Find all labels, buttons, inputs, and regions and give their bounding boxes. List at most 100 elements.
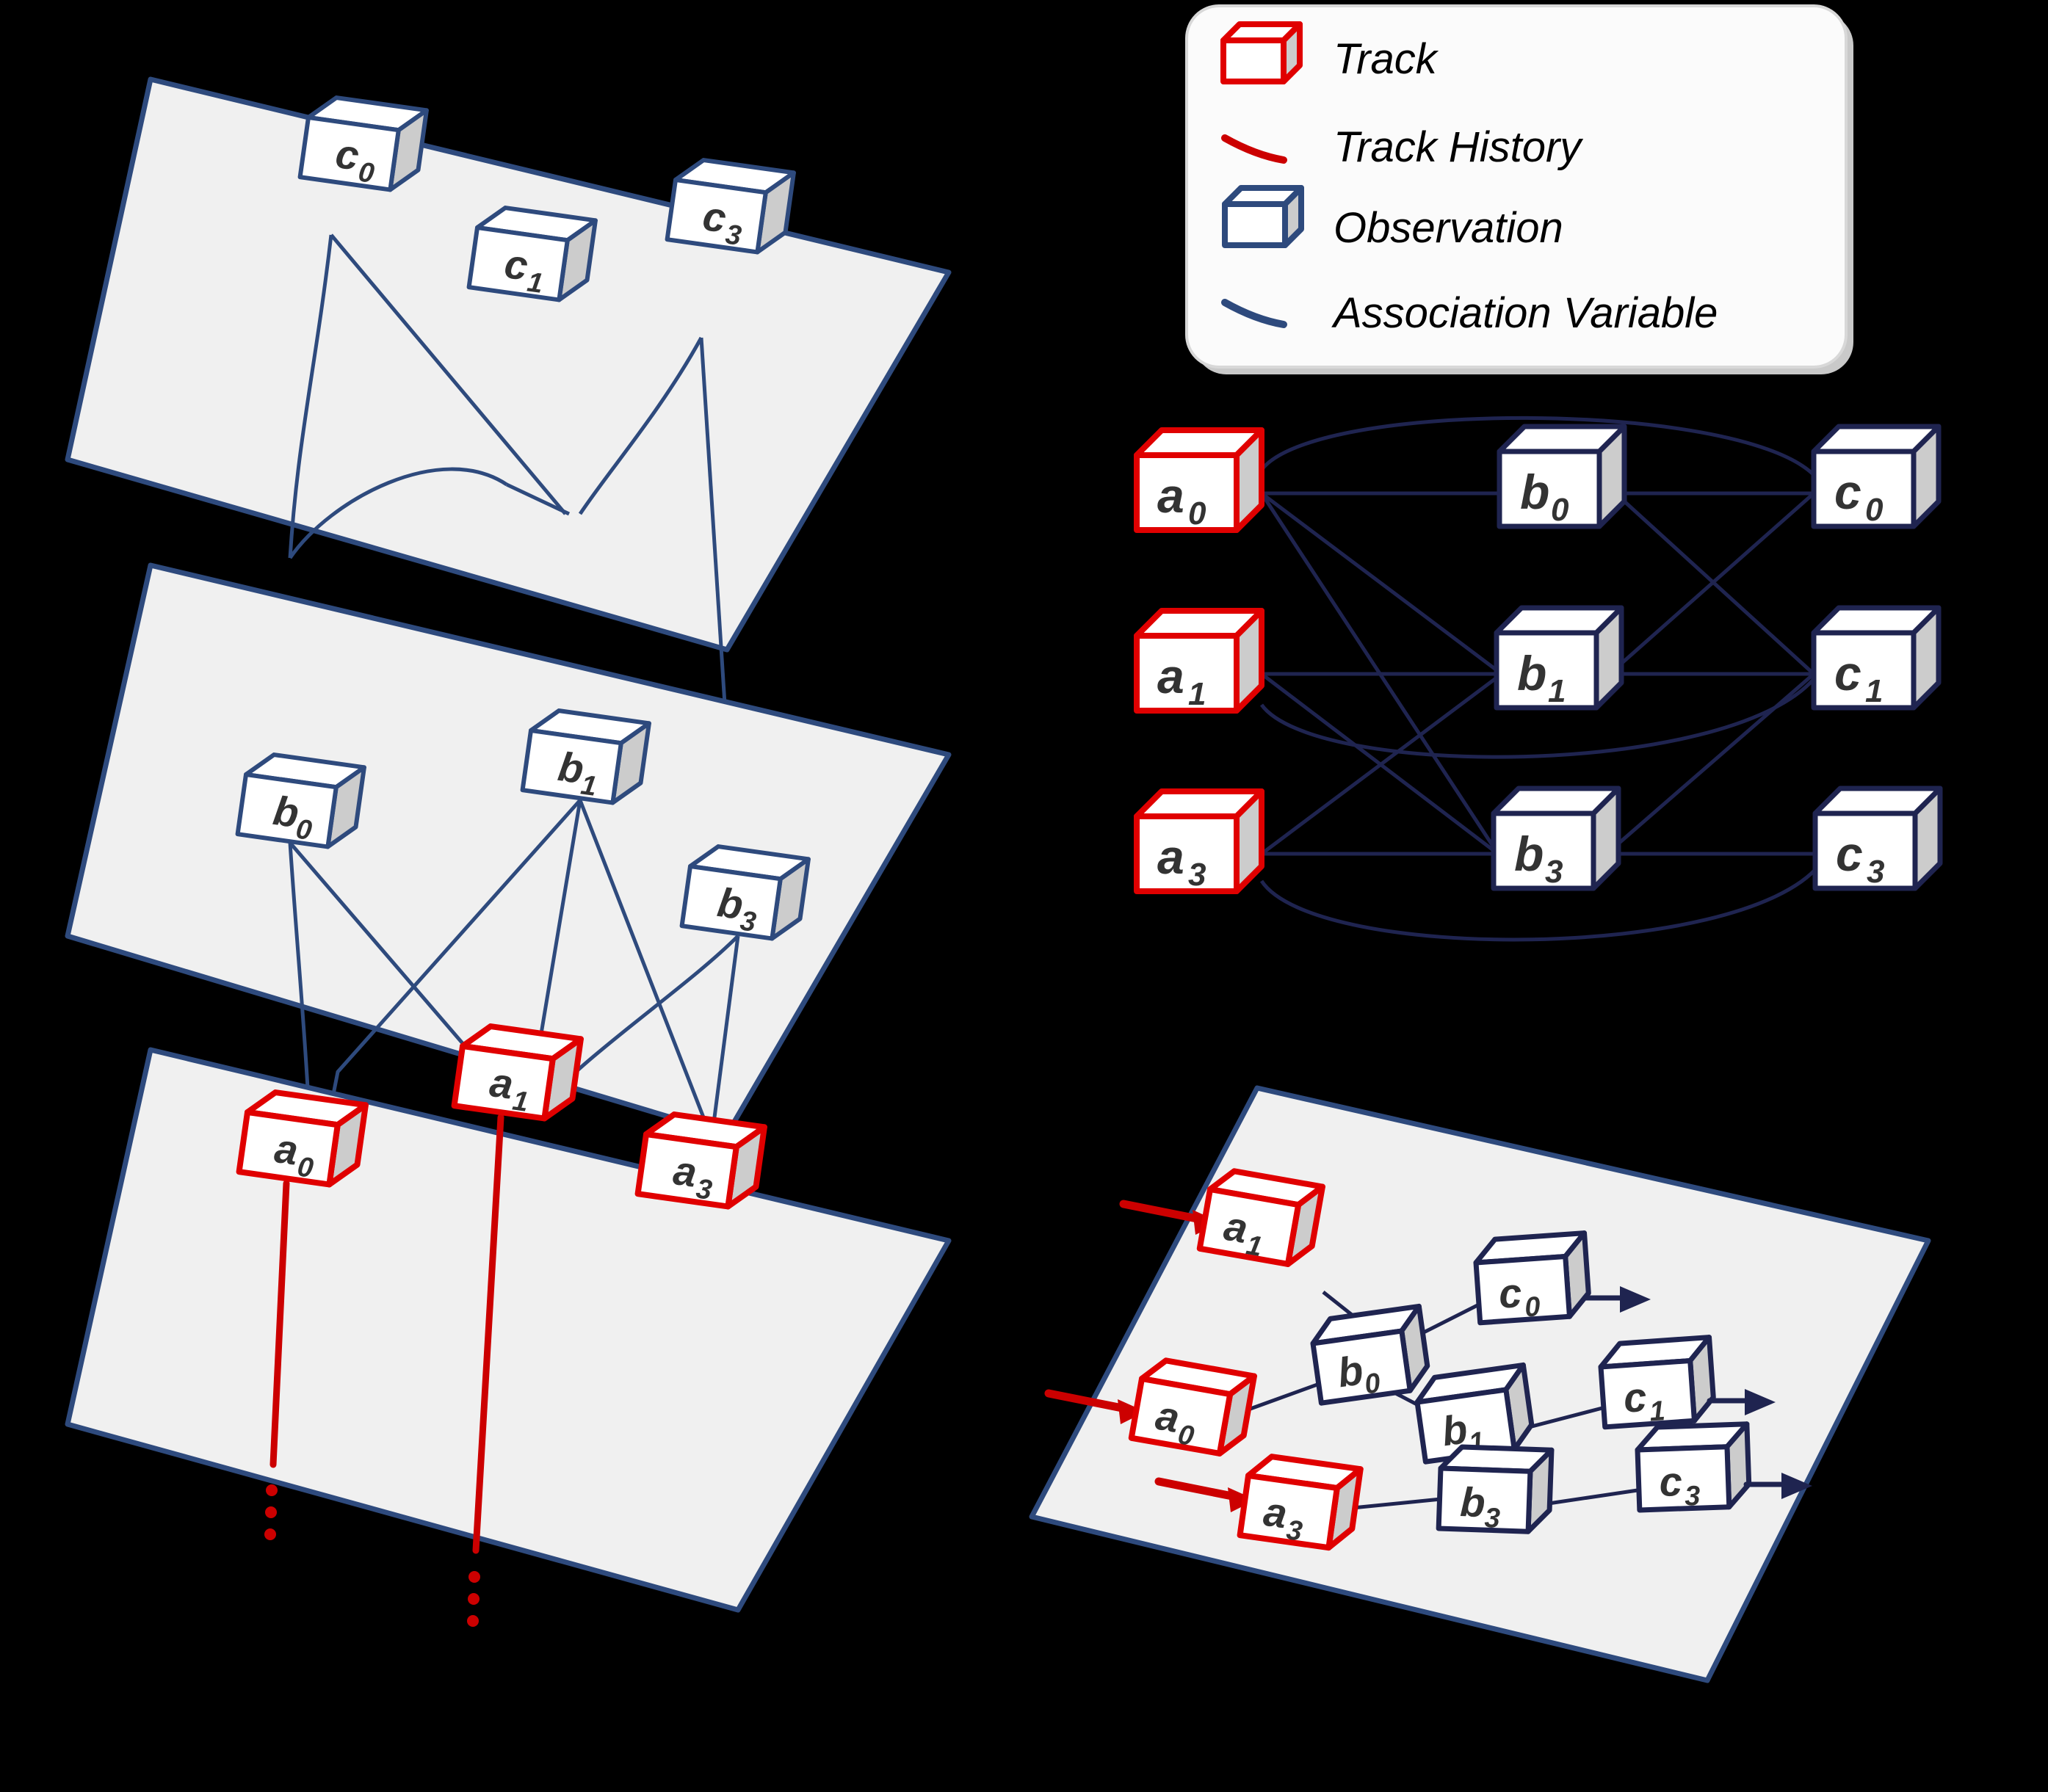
graph-node-b1[interactable]: b 1 xyxy=(1494,605,1624,711)
legend-item-observation[interactable]: Observation xyxy=(1222,185,1563,252)
assoc-c0-b0[interactable] xyxy=(288,234,333,559)
outbound-arrows xyxy=(1582,1286,1812,1499)
track-history-a1-dot2 xyxy=(468,1593,480,1605)
resolved-node-a0[interactable]: a 0 xyxy=(1128,1357,1257,1460)
graph-node-b0[interactable]: b 0 xyxy=(1497,424,1627,529)
graph-node-a1-label: a xyxy=(1157,649,1184,703)
edge-a3-c3[interactable] xyxy=(1259,863,1821,942)
graph-node-a0-sub: 0 xyxy=(1188,496,1206,532)
line-blue-icon xyxy=(1221,299,1287,328)
outbound-arrow-c1 xyxy=(1707,1389,1776,1415)
node-a3[interactable]: a 3 xyxy=(634,1111,767,1212)
track-histories xyxy=(264,1114,504,1627)
node-c0[interactable]: c 0 xyxy=(297,94,429,195)
graph-node-b1-label: b xyxy=(1517,646,1546,700)
graph-node-b0-label: b xyxy=(1520,465,1549,519)
track-history-a1-dot3 xyxy=(467,1615,479,1627)
resolved-node-b3-sub: 3 xyxy=(1484,1503,1501,1534)
resolved-node-c1-label: c xyxy=(1622,1374,1648,1421)
graph-node-a3-sub: 3 xyxy=(1188,857,1206,893)
node-b3[interactable]: b 3 xyxy=(679,843,811,944)
inbound-arrow-a0 xyxy=(1044,1389,1146,1424)
graph-node-a1-sub: 1 xyxy=(1188,676,1206,712)
resolved-node-c0[interactable]: c 0 xyxy=(1473,1230,1591,1327)
graph-node-c0-label: c xyxy=(1834,465,1861,519)
graph-node-a0-label: a xyxy=(1157,468,1184,523)
legend-label-track-history: Track History xyxy=(1334,123,1583,171)
graph-node-c1-sub: 1 xyxy=(1865,673,1883,709)
resolved-node-a1[interactable]: a 1 xyxy=(1196,1167,1325,1271)
resolved-node-c3[interactable]: c 3 xyxy=(1635,1421,1752,1514)
resolved-node-a3[interactable]: a 3 xyxy=(1237,1454,1364,1554)
resolved-node-c0-sub: 0 xyxy=(1524,1291,1541,1323)
edge-a3-b1[interactable] xyxy=(1260,672,1503,856)
legend-panel xyxy=(1185,4,1848,369)
resolved-node-c3-label: c xyxy=(1658,1458,1682,1505)
resolved-node-c1[interactable]: c 1 xyxy=(1598,1335,1716,1431)
resolved-node-b3[interactable]: b 3 xyxy=(1436,1444,1555,1536)
node-c3[interactable]: c 3 xyxy=(665,156,796,258)
graph-node-b3-label: b xyxy=(1514,827,1544,881)
graph-node-c3-label: c xyxy=(1836,827,1863,881)
graph-node-b3-sub: 3 xyxy=(1545,854,1563,890)
graph-node-b3[interactable]: b 3 xyxy=(1491,786,1621,891)
edge-b3-c1[interactable] xyxy=(1605,672,1815,855)
association-graph-panel: a 0 a 1 a 3 b 0 b xyxy=(1134,416,1943,942)
cube-outline-blue-icon xyxy=(1222,185,1304,248)
node-a0[interactable]: a 0 xyxy=(236,1089,369,1190)
resolved-tracks-panel: a 1 a 0 a 3 b 0 b xyxy=(1029,1085,1931,1683)
graph-node-a3-label: a xyxy=(1157,830,1184,884)
resolved-node-c0-label: c xyxy=(1497,1269,1523,1317)
edge-b1-c0[interactable] xyxy=(1608,492,1815,675)
legend-item-track[interactable]: Track xyxy=(1220,21,1439,84)
graph-node-c0-sub: 0 xyxy=(1865,492,1884,528)
edge-a1-c1[interactable] xyxy=(1259,678,1815,759)
legend-label-observation: Observation xyxy=(1334,204,1563,252)
graph-node-b1-sub: 1 xyxy=(1548,673,1566,709)
line-red-icon xyxy=(1221,134,1287,164)
outbound-arrow-c3 xyxy=(1743,1473,1812,1499)
resolved-node-b0[interactable]: b 0 xyxy=(1310,1303,1431,1407)
graph-node-a3[interactable]: a 3 xyxy=(1134,788,1264,894)
assoc-c1-b0[interactable] xyxy=(288,467,508,559)
resolved-node-c3-sub: 3 xyxy=(1685,1481,1701,1512)
track-history-a1[interactable] xyxy=(472,1114,504,1554)
node-a1[interactable]: a 1 xyxy=(451,1023,584,1124)
association-graph-edges xyxy=(1259,416,1821,942)
track-history-a0-dot2 xyxy=(265,1506,277,1518)
layered-scans-panel: c 0 c 1 c 3 b 0 b xyxy=(65,76,952,1627)
graph-node-c3-sub: 3 xyxy=(1867,854,1884,890)
graph-node-a0[interactable]: a 0 xyxy=(1134,427,1264,533)
track-history-a1-dot1 xyxy=(468,1571,480,1583)
edge-b0-c1[interactable] xyxy=(1614,492,1815,675)
graph-node-c1[interactable]: c 1 xyxy=(1811,605,1942,711)
track-history-a0-dot1 xyxy=(266,1484,278,1496)
assoc-c0-b1[interactable] xyxy=(330,233,567,515)
graph-node-c3[interactable]: c 3 xyxy=(1812,786,1943,891)
legend-label-track: Track xyxy=(1334,35,1439,83)
resolved-node-c1-sub: 1 xyxy=(1649,1396,1666,1427)
graph-node-c1-label: c xyxy=(1834,646,1861,700)
assoc-b3-a3[interactable] xyxy=(710,935,740,1135)
graph-node-c0[interactable]: c 0 xyxy=(1811,424,1942,529)
legend-item-association-variable[interactable]: Association Variable xyxy=(1221,289,1718,337)
graph-node-a1[interactable]: a 1 xyxy=(1134,608,1264,714)
cube-outline-red-icon xyxy=(1220,21,1303,84)
assoc-b1-a3[interactable] xyxy=(578,799,711,1131)
resolved-node-b3-label: b xyxy=(1459,1479,1486,1526)
edge-a0-c0[interactable] xyxy=(1260,416,1814,475)
legend-label-association-variable: Association Variable xyxy=(1331,289,1718,337)
legend-item-track-history[interactable]: Track History xyxy=(1221,123,1583,171)
inbound-arrow-a3 xyxy=(1154,1477,1256,1512)
assoc-c3-b1[interactable] xyxy=(578,336,703,515)
outbound-arrow-c0 xyxy=(1582,1286,1651,1313)
node-b1[interactable]: b 1 xyxy=(520,707,651,808)
assoc-c1-b1[interactable] xyxy=(505,482,571,516)
edge-a0-b1[interactable] xyxy=(1260,492,1503,675)
node-c1[interactable]: c 1 xyxy=(466,204,598,305)
node-b0[interactable]: b 0 xyxy=(235,751,366,852)
track-history-a0[interactable] xyxy=(269,1180,290,1468)
legend: Track Track History Observation Associat… xyxy=(1185,4,1853,374)
track-history-a0-dot3 xyxy=(264,1528,276,1540)
